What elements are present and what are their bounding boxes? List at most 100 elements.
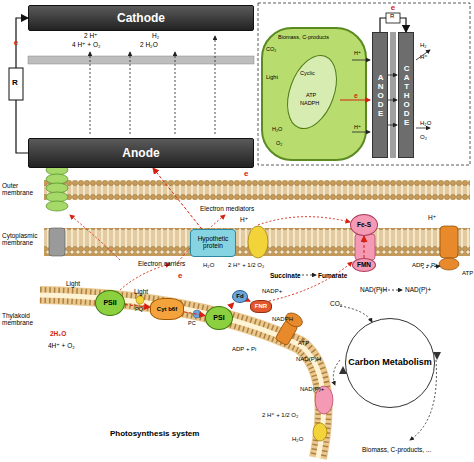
annotation-label: PC xyxy=(188,320,196,326)
cycle-circle: Carbon Metabolism xyxy=(345,318,435,408)
annotation-label: NAD(P)H xyxy=(360,286,387,293)
annotation-label: H⁺ xyxy=(420,54,428,61)
protein-box: Hypothetic protein xyxy=(190,229,236,257)
node-text: FNR xyxy=(255,303,267,309)
annotation-label: Biomass, C-products, ... xyxy=(362,446,431,453)
atp-synthase-head xyxy=(439,258,459,270)
electron-flow-arrow xyxy=(248,300,250,301)
annotation-label: 2 H₂O xyxy=(140,41,158,48)
annotation-label: H₂ xyxy=(152,32,159,39)
electron-flow-arrows xyxy=(70,215,352,302)
annotation-label: ADP + Pi xyxy=(412,262,436,269)
inset-thylakoid xyxy=(278,49,345,135)
electrode-bar: ANODE xyxy=(372,32,388,158)
annotation-label: 2 H⁺ xyxy=(84,32,98,39)
protein-box: FMN xyxy=(352,258,376,272)
node-text: FMN xyxy=(357,262,371,269)
annotation-label: ATP xyxy=(298,340,309,347)
annotation-label: NAD(P)H xyxy=(296,356,321,363)
annotation-label: Electron mediators xyxy=(200,205,254,212)
annotation-label: H₂O xyxy=(292,436,303,443)
inset-proton-arrows xyxy=(352,50,430,132)
annotation-label: H₂ xyxy=(420,42,427,49)
electrode-bar: CATHODE xyxy=(398,32,414,158)
thylakoid-lipids xyxy=(40,295,324,458)
annotation-label: 4 H⁺ + O₂ xyxy=(72,41,101,48)
annotation-label: Thylakoid membrane xyxy=(2,312,47,326)
cycle-arrowheads xyxy=(339,352,441,374)
electrode-bar: Cathode xyxy=(28,5,254,31)
annotation-label: NAD(P)+ xyxy=(300,386,324,393)
annotation-label: O₂ xyxy=(276,140,282,146)
annotation-label: NADPH xyxy=(300,100,319,106)
annotation-label: e xyxy=(354,92,358,100)
annotation-label: 2H₂O xyxy=(50,330,66,337)
cyanobacterium-cell xyxy=(262,28,366,160)
proton-arrows xyxy=(90,36,215,134)
annotation-label: NADP+ xyxy=(262,288,282,295)
annotation-label: Light xyxy=(134,288,148,295)
annotation-label: H⁺ xyxy=(354,124,361,130)
electron-flow-arrow xyxy=(153,168,202,229)
annotation-label: CO₂ xyxy=(330,300,342,307)
annotation-label: Fumarate xyxy=(318,272,347,279)
annotation-label: Light xyxy=(66,280,80,287)
annotation-label: Biomass, C-products xyxy=(278,34,329,40)
electrode-bar: Anode xyxy=(28,138,254,168)
annotation-label: Cytoplasmic membrane xyxy=(2,232,44,246)
protein-box: FNR xyxy=(250,300,272,313)
electron-flow-arrow xyxy=(184,312,205,316)
thylakoid-oxidase xyxy=(313,423,327,441)
node-text: Carbon Metabolism xyxy=(348,358,432,367)
metabolite-arrows xyxy=(298,266,440,440)
node-text: ANODE xyxy=(376,73,384,118)
annotation-label: Cyclic xyxy=(300,70,315,76)
edge-label: e xyxy=(14,38,18,47)
annotation-label: 2 H⁺ + 1/2 O₂ xyxy=(262,412,298,419)
annotation-label: Succinate xyxy=(270,272,301,279)
thylakoid-core xyxy=(40,295,324,458)
annotation-label: NADPH xyxy=(272,316,293,323)
annotation-label: Outer membrane xyxy=(2,182,42,196)
annotation-label: Electron carriers xyxy=(138,260,185,267)
channel-protein xyxy=(49,228,65,256)
annotation-label: O₂ xyxy=(420,134,427,141)
annotation-label: 4H⁺ + O₂ xyxy=(48,342,75,349)
inset-separator xyxy=(390,32,396,158)
node-text: PSI xyxy=(213,314,224,321)
node-text: Fe-S xyxy=(357,222,371,229)
photosystem-box: PSI xyxy=(205,306,233,330)
protein-box: Cyt b6f xyxy=(150,298,184,320)
annotation-label: R xyxy=(390,13,394,20)
inset-electron-arrow xyxy=(340,100,370,101)
annotation-label: H⁺ xyxy=(240,216,248,223)
annotation-label: e xyxy=(244,170,248,179)
annotation-label: Photosynthesis system xyxy=(110,430,199,439)
annotation-label: H⁺ xyxy=(428,214,436,221)
node-text: Anode xyxy=(122,147,159,160)
oxidase-protein xyxy=(248,226,268,258)
resistor-symbol xyxy=(9,68,23,100)
protein-box: Fe-S xyxy=(350,214,378,236)
pq-carrier xyxy=(136,296,144,304)
annotation-label: e xyxy=(178,272,182,281)
annotation-label: NAD(P)+ xyxy=(405,286,431,293)
node-text: Hypothetic protein xyxy=(191,236,235,250)
annotation-label: 2 H⁺ + 1/2 O₂ xyxy=(228,262,264,269)
annotation-label: R xyxy=(12,79,18,88)
node-text: CATHODE xyxy=(402,64,410,127)
electron-flow-arrow xyxy=(231,303,234,306)
annotation-label: CO₂ xyxy=(266,46,276,52)
complex-i xyxy=(355,234,375,260)
resistor-symbol xyxy=(386,13,400,23)
electron-flow-arrow xyxy=(364,236,365,258)
annotation-label: Light xyxy=(266,74,278,80)
node-text: Cathode xyxy=(117,12,165,25)
protein-box: Fd xyxy=(232,290,248,303)
thylakoid-membrane xyxy=(40,295,324,458)
node-text: Cyt b6f xyxy=(157,306,177,312)
annotation-label: PQ xyxy=(135,306,143,312)
annotation-label: H₂O xyxy=(203,262,214,269)
separator-membrane xyxy=(28,56,254,64)
